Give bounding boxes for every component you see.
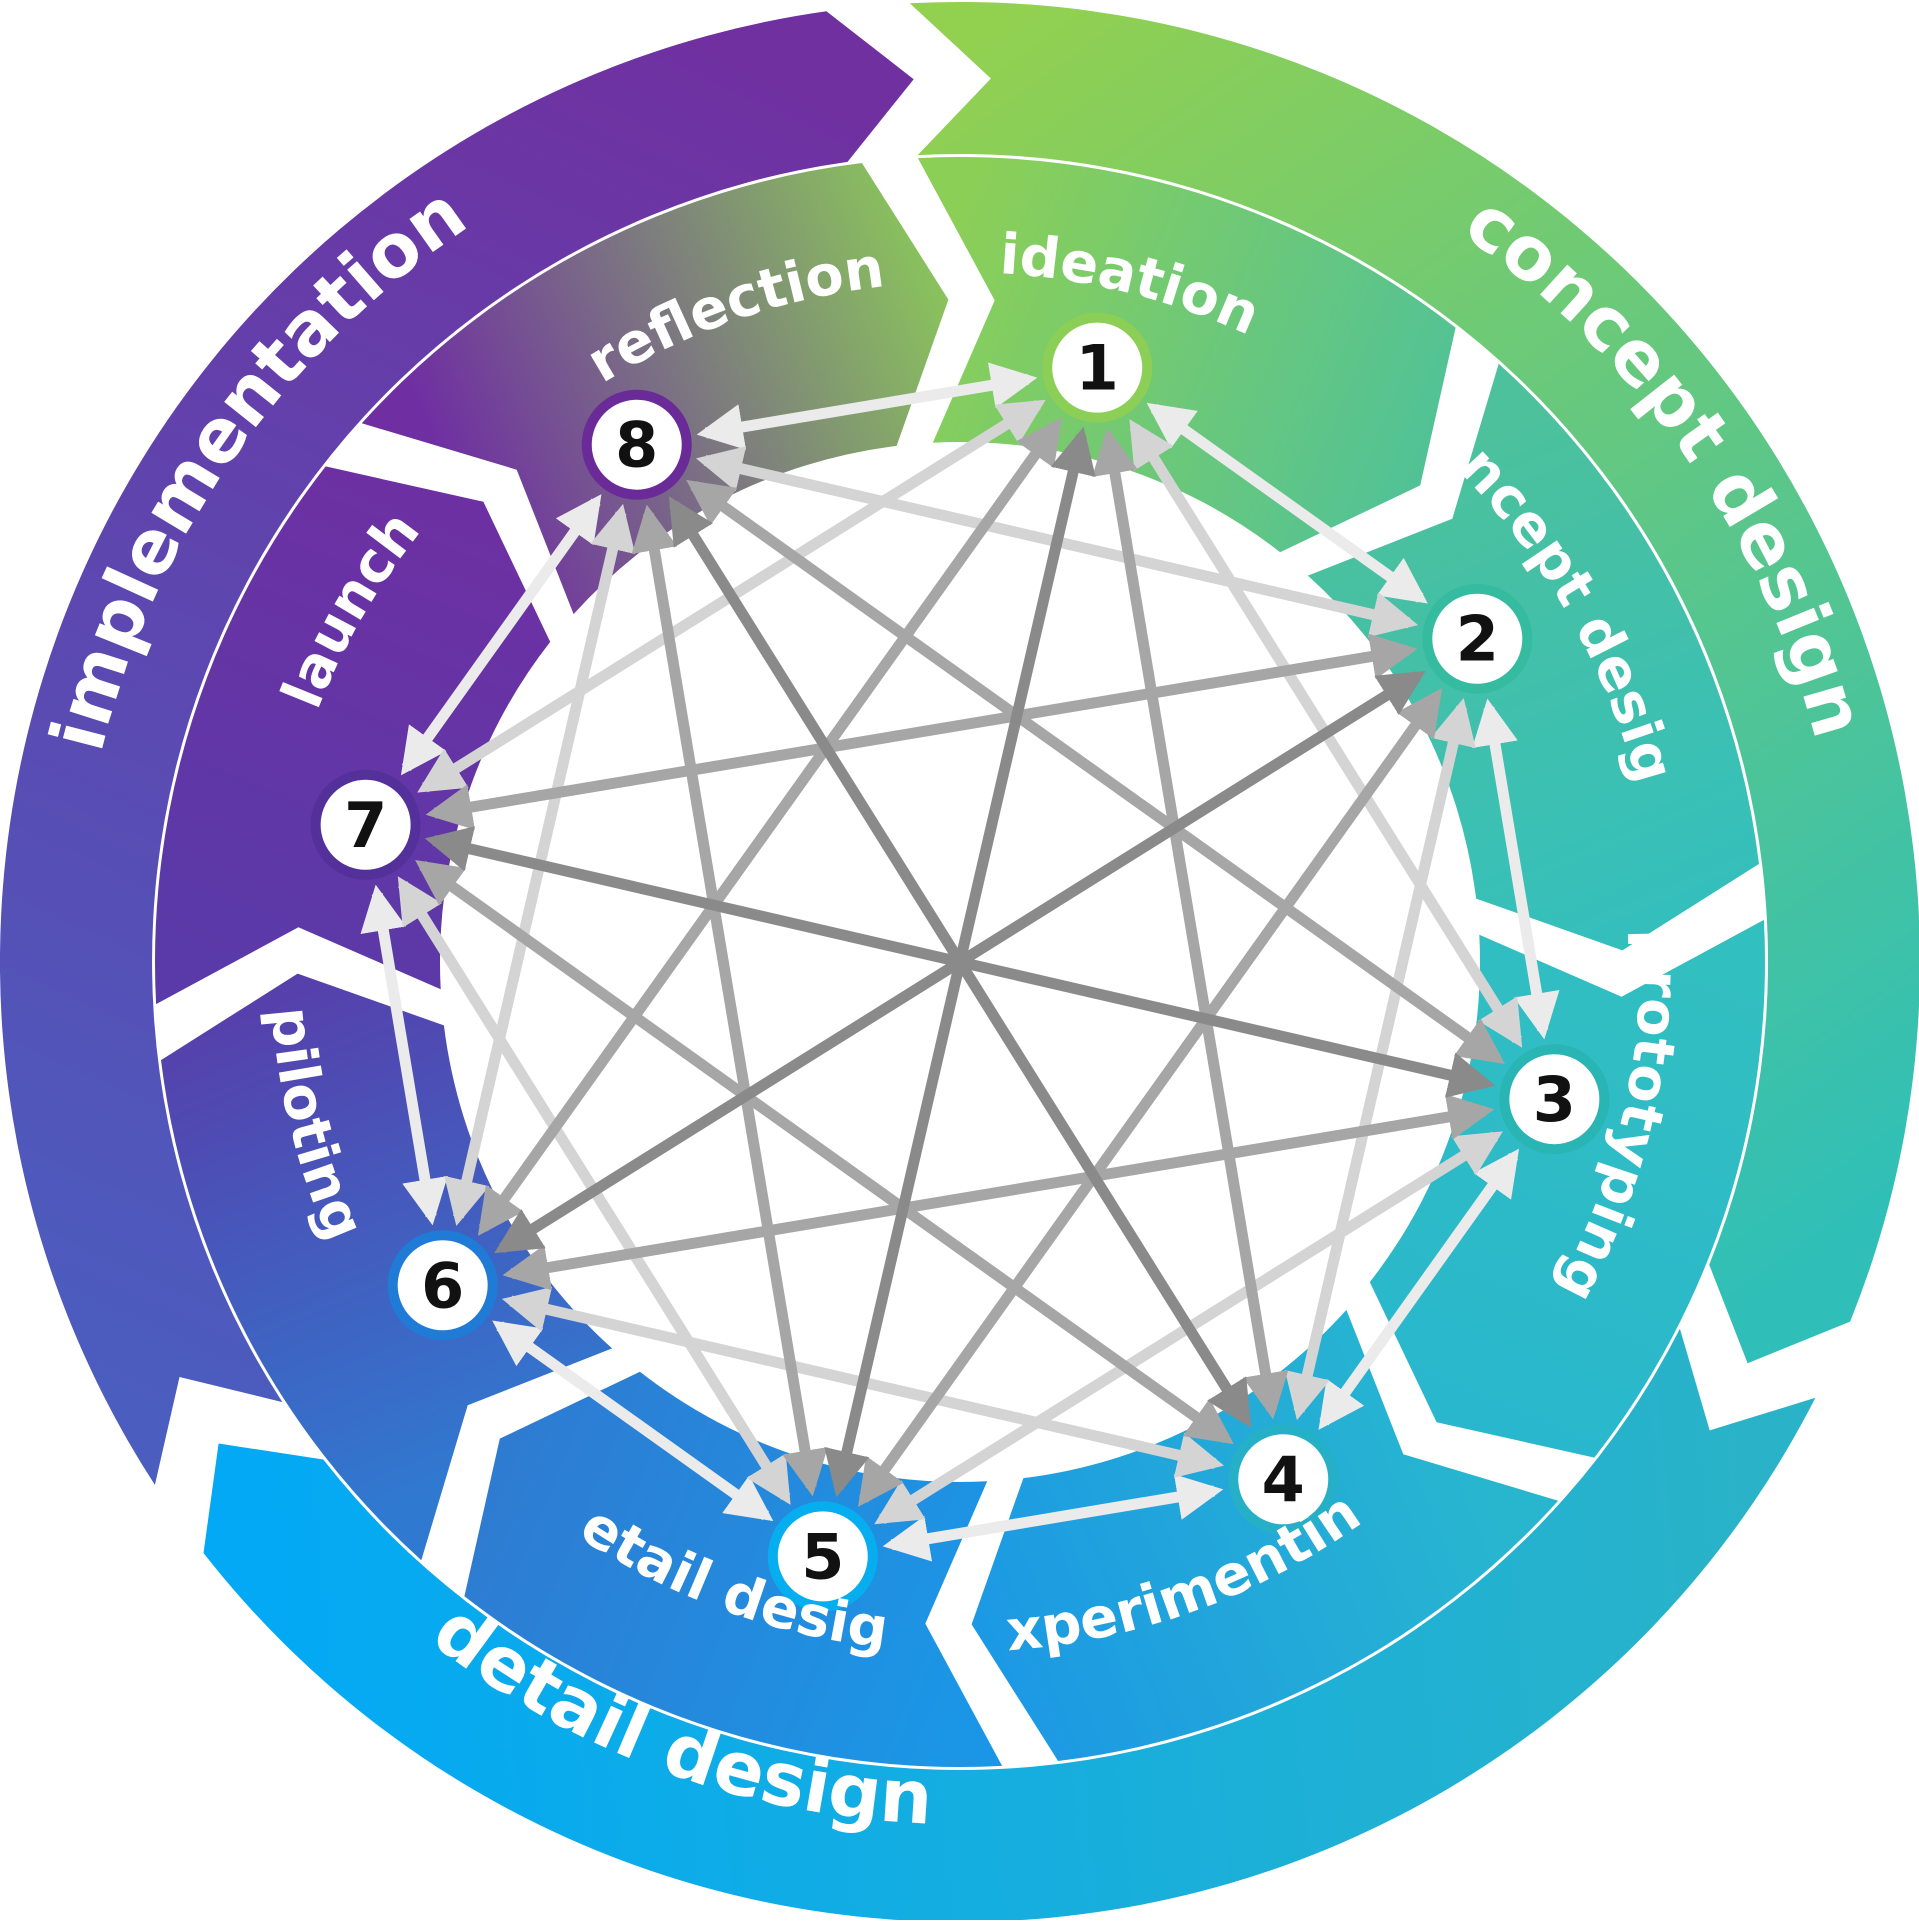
stage-number: 4	[1262, 1443, 1305, 1516]
stage-number: 3	[1533, 1063, 1576, 1136]
stage-number: 1	[1076, 332, 1119, 405]
stage-segment-8	[361, 163, 949, 615]
outer-segment-2	[203, 1328, 1816, 1923]
stage-node-5: 5	[767, 1501, 878, 1612]
stage-node-ring	[767, 1501, 878, 1612]
stage-node-ring	[1499, 1044, 1610, 1155]
stage-node-ring	[1422, 583, 1533, 694]
stage-node-ring	[1228, 1424, 1339, 1535]
stage-nodes: 1 2 3 4 5 6 7 8	[310, 312, 1610, 1612]
outer-segment-3	[0, 11, 914, 1485]
arrow-4-8	[668, 496, 1252, 1428]
stage-node-ring	[387, 1230, 498, 1341]
stage-node-ring	[310, 769, 421, 880]
stage-segment-2	[1307, 363, 1759, 951]
stage-node-1: 1	[1042, 312, 1153, 423]
stage-segment-6	[161, 973, 613, 1561]
stage-number: 6	[421, 1249, 464, 1322]
stage-number: 5	[801, 1520, 844, 1593]
stage-node-3: 3	[1499, 1044, 1610, 1155]
stage-node-6: 6	[387, 1230, 498, 1341]
stage-node-ring	[1042, 312, 1153, 423]
stage-node-8: 8	[581, 389, 692, 500]
outer-segment-1	[909, 1, 1919, 1364]
stage-number: 2	[1456, 603, 1499, 676]
stage-node-7: 7	[310, 769, 421, 880]
stage-number: 7	[344, 789, 387, 862]
stage-segment-4	[971, 1309, 1559, 1761]
stage-node-4: 4	[1228, 1424, 1339, 1535]
stage-node-2: 2	[1422, 583, 1533, 694]
stage-number: 8	[615, 409, 658, 482]
stage-node-ring	[581, 389, 692, 500]
connection-arrows	[360, 362, 1560, 1562]
